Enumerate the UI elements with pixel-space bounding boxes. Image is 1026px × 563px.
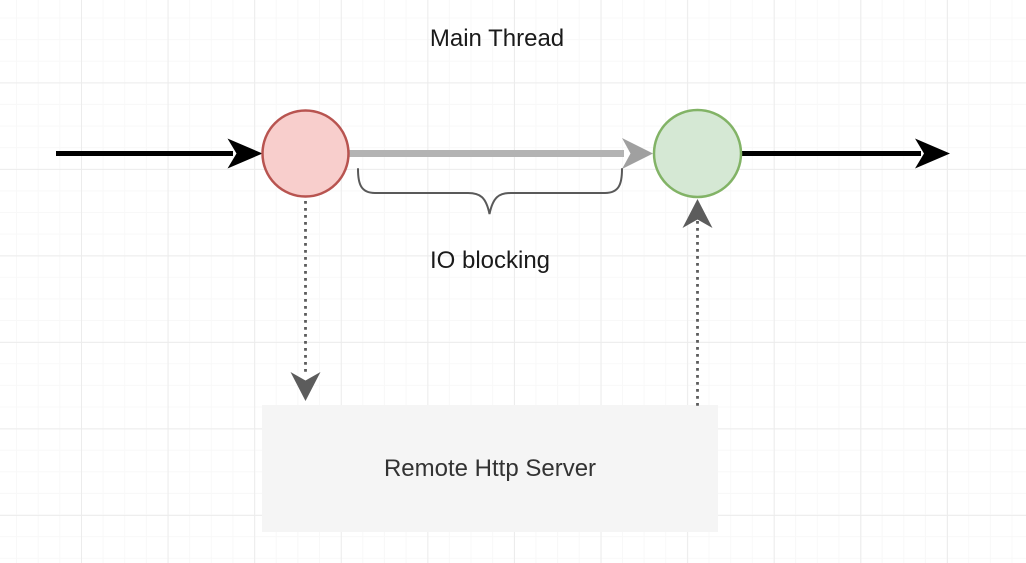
blocking-end-node (652, 108, 743, 199)
timeline-in-arrow (56, 138, 263, 169)
io-blocking-segment (349, 138, 653, 169)
io-blocking-arrowhead-icon (622, 138, 653, 169)
main-thread-title: Main Thread (429, 24, 565, 52)
blocking-start-node (261, 109, 350, 198)
remote-http-server-label-area: Remote Http Server (262, 405, 718, 532)
io-blocking-brace (357, 168, 623, 215)
io-blocking-label: IO blocking (429, 246, 551, 274)
request-arrowhead-icon (290, 372, 321, 401)
timeline-out-arrow (741, 138, 950, 169)
timeline-in-arrowhead-icon (227, 138, 263, 169)
response-arrowhead-icon (682, 199, 713, 228)
response-connector (682, 199, 713, 407)
timeline-out-arrowhead-icon (915, 138, 950, 169)
remote-http-server-box (262, 405, 718, 532)
remote-http-server-label: Remote Http Server (383, 454, 597, 482)
request-connector (290, 201, 321, 401)
